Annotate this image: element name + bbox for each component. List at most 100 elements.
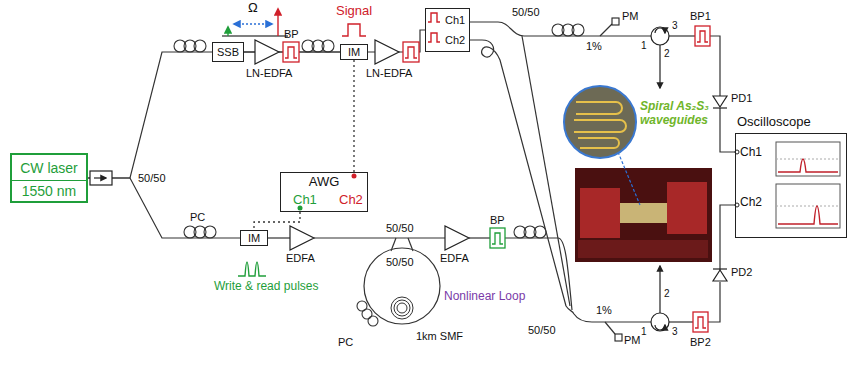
node-title: Ch1 <box>445 14 465 27</box>
bandpass-filter-part <box>492 233 503 244</box>
pulse-symbol-part <box>428 33 440 42</box>
component-label: BP2 <box>690 336 711 349</box>
node-title: AWG <box>309 175 340 190</box>
component-label: 1% <box>586 40 602 53</box>
waveguide-photo-part <box>575 168 712 262</box>
node-title: IM <box>348 46 360 59</box>
node-title: SSB <box>217 46 239 59</box>
bandpass-filter-part <box>403 42 419 62</box>
component-label: LN-EDFA <box>366 67 412 80</box>
modulator-box: SSB <box>212 42 244 62</box>
polarization-controller-part <box>322 40 334 52</box>
component-label: 50/50 <box>138 172 166 185</box>
fiber-line-part <box>470 40 566 306</box>
spectrum-sketch-part <box>277 9 278 36</box>
fiber-line-part <box>314 237 445 238</box>
waveguide-inset-part <box>578 138 619 148</box>
amplifier-part <box>445 226 469 250</box>
circulator-part <box>659 45 660 88</box>
polarization-controller-part <box>194 40 206 52</box>
component-label: PM <box>624 334 641 347</box>
photodiode-part <box>713 270 727 281</box>
component-label: BP <box>284 28 299 41</box>
fiber-coil-part <box>397 303 407 313</box>
component-label: 3 <box>672 20 678 32</box>
bandpass-filter-part <box>697 31 708 42</box>
laser-box: CW laser 1550 nm <box>10 153 88 203</box>
component-label: PD1 <box>731 92 752 105</box>
waveguide-photo-part <box>667 182 707 234</box>
photodiode <box>713 96 727 281</box>
fiber-line-part <box>470 22 651 36</box>
oscilloscope-screen <box>735 142 840 228</box>
polarization-controller-part <box>204 226 216 238</box>
waveguide-inset <box>564 86 636 158</box>
component-label: 1km SMF <box>416 330 463 343</box>
waveguide-inset-part <box>564 86 636 158</box>
polarization-controller-part <box>572 24 584 36</box>
node-title: CW laser <box>20 160 78 176</box>
component-label: 3 <box>672 326 678 338</box>
modulator-box: IM <box>240 230 268 246</box>
power-meter-part <box>615 334 622 341</box>
component-label: 1 <box>641 40 647 52</box>
amplifier-part <box>375 40 399 64</box>
bandpass-filter-part <box>405 47 417 58</box>
photodiode-part <box>713 107 727 108</box>
oscilloscope-screen-part <box>776 142 840 176</box>
circulator-part <box>655 325 665 330</box>
bandpass-filter-part <box>693 312 708 332</box>
component-label: PC <box>338 336 353 349</box>
amplifier-part <box>255 40 279 64</box>
waveguide-photo-part <box>580 188 620 238</box>
bandpass-filter-part <box>695 317 706 328</box>
component-label: EDFA <box>286 252 315 265</box>
modulator-box: IM <box>340 44 368 60</box>
circulator-part <box>659 266 660 313</box>
polarization-controller <box>174 24 584 326</box>
pulse-symbol-part <box>238 262 266 276</box>
isolator <box>90 171 112 185</box>
pulse-symbol-part <box>428 13 440 22</box>
component-label: 1% <box>596 304 612 317</box>
fiber-line-part <box>364 248 440 324</box>
component-label: PD2 <box>731 266 752 279</box>
fiber-line-part <box>669 35 695 36</box>
polarization-controller-part <box>534 226 546 238</box>
node-text: 1550 nm <box>22 183 76 199</box>
waveguide-photo-part <box>578 240 708 258</box>
oscilloscope-screen-part <box>776 159 840 160</box>
power-meter-part <box>612 18 619 25</box>
fiber-line-part <box>708 282 720 322</box>
waveguide-photo-part <box>618 152 640 205</box>
pulse-symbol <box>238 13 440 276</box>
bandpass-filter-part <box>283 42 299 62</box>
awg-output-part <box>352 174 357 179</box>
node-text: Ch1 <box>740 146 762 160</box>
fiber-line-part <box>522 36 570 306</box>
fiber-line-part <box>720 108 735 152</box>
fiber-line-part <box>605 322 615 334</box>
node-title: IM <box>248 232 260 245</box>
circulator-part <box>655 28 665 33</box>
circulator-part <box>651 27 669 45</box>
spectrum-sketch-part <box>234 23 272 24</box>
spectrum-sketch-part <box>227 27 228 36</box>
component-label: 50/50 <box>528 324 556 337</box>
fiber-line-part <box>720 205 735 270</box>
fiber-line-part <box>244 51 255 52</box>
component-label: Spiral As₂S₃ waveguides <box>640 100 712 128</box>
waveguide-inset-part <box>574 120 626 132</box>
fiber-line-part <box>268 237 290 238</box>
fiber-line-part <box>469 237 490 238</box>
bandpass-filter-part <box>490 228 505 248</box>
node-text: Ch2 <box>339 193 363 208</box>
amplifier-part <box>290 226 314 250</box>
component-label: 50/50 <box>512 6 540 19</box>
component-label: 50/50 <box>386 222 414 235</box>
waveguide-photo <box>575 152 712 262</box>
circulator-part <box>651 313 669 331</box>
fiber-coil-part <box>394 300 410 316</box>
component-label: PM <box>622 10 639 23</box>
